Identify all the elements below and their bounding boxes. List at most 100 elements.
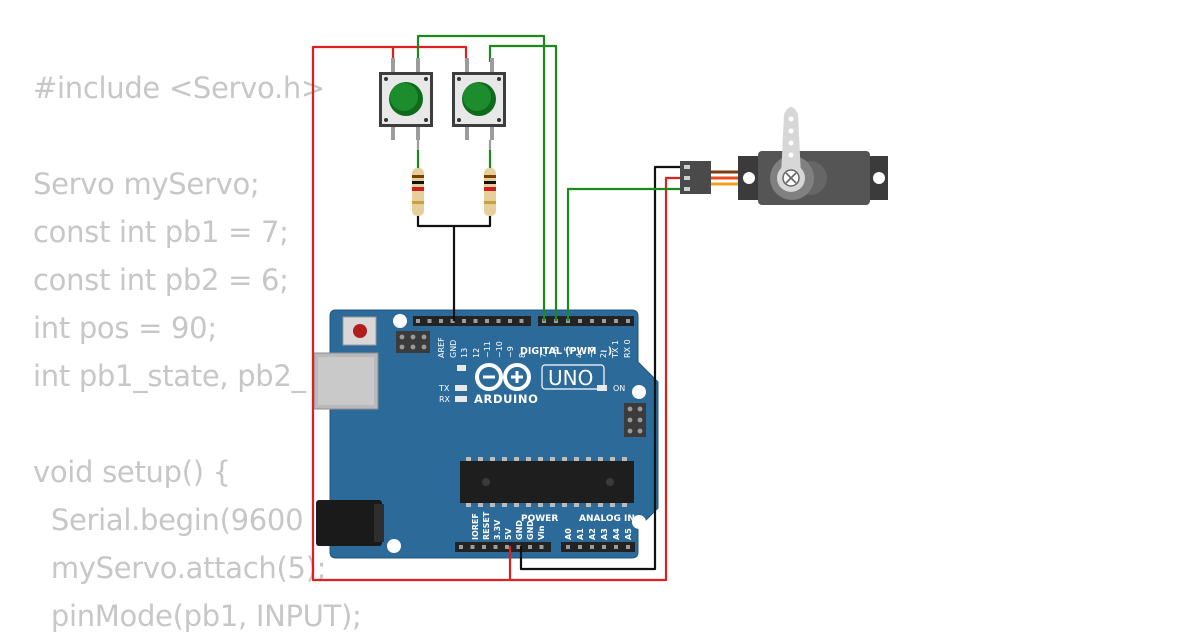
- code-line: Servo myServo;: [33, 167, 260, 201]
- pin-hole: [516, 545, 521, 549]
- chip-pin: [550, 503, 555, 507]
- led-l: [457, 365, 466, 371]
- analog-pin-label: A1: [576, 528, 585, 540]
- pin-hole: [539, 545, 544, 549]
- resistor-icon: [412, 168, 424, 216]
- digital-pin-label: GND: [449, 340, 458, 358]
- wire-green-pin7: [416, 34, 546, 321]
- pin-hole: [508, 319, 512, 323]
- chip-dot: [482, 478, 490, 486]
- power-pin-label: 3.3V: [493, 519, 502, 540]
- chip-pin: [502, 457, 507, 461]
- pin-hole: [578, 545, 582, 549]
- chip-dot: [606, 478, 614, 486]
- analog-pin-label: A5: [624, 528, 633, 540]
- wire-green-pin6: [488, 44, 558, 321]
- pin-hole: [482, 545, 486, 549]
- resistor-2[interactable]: [484, 168, 496, 216]
- chip-pin: [526, 503, 531, 507]
- digital-pin-label: ~6: [551, 346, 560, 358]
- digital-pin-label: TX 1: [611, 340, 620, 359]
- pin-hole: [459, 545, 463, 549]
- pin-hole: [439, 319, 443, 323]
- digital-pin-label: ~10: [495, 341, 504, 358]
- power-pin-label: GND: [526, 520, 535, 540]
- power-pin-label: IOREF: [471, 513, 480, 540]
- digital-pin-label: ~5: [563, 346, 572, 358]
- pin-hole: [566, 545, 570, 549]
- bottom-pin-holes: [459, 545, 630, 549]
- code-line: const int pb2 = 6;: [33, 263, 289, 297]
- code-line: #include <Servo.h>: [33, 71, 325, 105]
- chip-pin: [466, 503, 471, 507]
- analog-pin-label: A4: [612, 528, 621, 540]
- power-pin-label: RESET: [482, 511, 491, 540]
- chip-pin: [538, 457, 543, 461]
- chip-pin: [538, 503, 543, 507]
- led-tx-label: TX: [438, 384, 450, 393]
- wire-red-btn2: [393, 45, 468, 62]
- pin-hole: [602, 545, 606, 549]
- digital-pin-label: 12: [472, 348, 481, 358]
- code-line: int pb1_state, pb2_: [33, 359, 306, 393]
- uno-label: UNO: [548, 366, 593, 390]
- mounting-hole: [632, 515, 646, 529]
- pin-hole: [505, 545, 509, 549]
- digital-pin-label: 8: [518, 353, 527, 358]
- power-jack-edge: [374, 504, 384, 542]
- analog-pin-label: A3: [600, 528, 609, 540]
- button-leads: [416, 140, 492, 168]
- resistor-1[interactable]: [412, 168, 424, 216]
- chip-pin: [610, 457, 615, 461]
- pin-hole: [427, 319, 432, 323]
- digital-pin-label: ~3: [587, 346, 596, 358]
- chip-pin: [622, 457, 627, 461]
- mounting-hole: [632, 385, 646, 399]
- digital-header-right: [538, 316, 634, 326]
- power-pin-label: 5V: [504, 527, 513, 540]
- chip-pin: [610, 503, 615, 507]
- pushbutton-2[interactable]: [452, 58, 506, 140]
- chip-pin: [478, 457, 483, 461]
- digital-header-left: [413, 316, 531, 326]
- pin-hole: [450, 319, 455, 323]
- chip-pin: [490, 457, 495, 461]
- wires: [311, 34, 682, 582]
- digital-label: DIGITAL (PWM ~): [520, 346, 612, 357]
- mounting-hole: [393, 314, 407, 328]
- code-line: myServo.attach(5);: [33, 551, 327, 585]
- pushbutton-1[interactable]: [379, 58, 433, 140]
- chip-pin: [526, 457, 531, 461]
- servo-motor[interactable]: [680, 107, 888, 205]
- wire-black-gnd-resistors: [416, 215, 492, 228]
- pin-hole: [416, 319, 420, 323]
- pin-hole: [519, 319, 524, 323]
- power-label: POWER: [521, 514, 558, 524]
- pin-hole: [614, 545, 618, 549]
- pin-hole: [493, 545, 498, 549]
- digital-pin-label: AREF: [437, 337, 446, 358]
- chip-pin: [490, 503, 495, 507]
- led-rx: [455, 396, 467, 402]
- pin-hole: [578, 319, 582, 323]
- power-pin-label: GND: [515, 520, 524, 540]
- chip-pin: [586, 503, 591, 507]
- chip-pin: [598, 457, 603, 461]
- resistor-icon: [484, 168, 496, 216]
- uno-box: [541, 364, 605, 390]
- chip-pin: [574, 503, 579, 507]
- servo-icon: [680, 107, 888, 205]
- wire-red-5v: [311, 45, 512, 582]
- analog-pin-label: A0: [564, 528, 573, 540]
- pin-hole: [528, 545, 532, 549]
- icsp-header-right: [624, 403, 646, 437]
- mounting-hole: [387, 539, 401, 553]
- chip-pin: [550, 457, 555, 461]
- pin-hole: [602, 319, 606, 323]
- arduino-logo-text: ARDUINO: [474, 392, 539, 406]
- led-on-label: ON: [613, 384, 625, 393]
- reset-button[interactable]: [342, 316, 377, 346]
